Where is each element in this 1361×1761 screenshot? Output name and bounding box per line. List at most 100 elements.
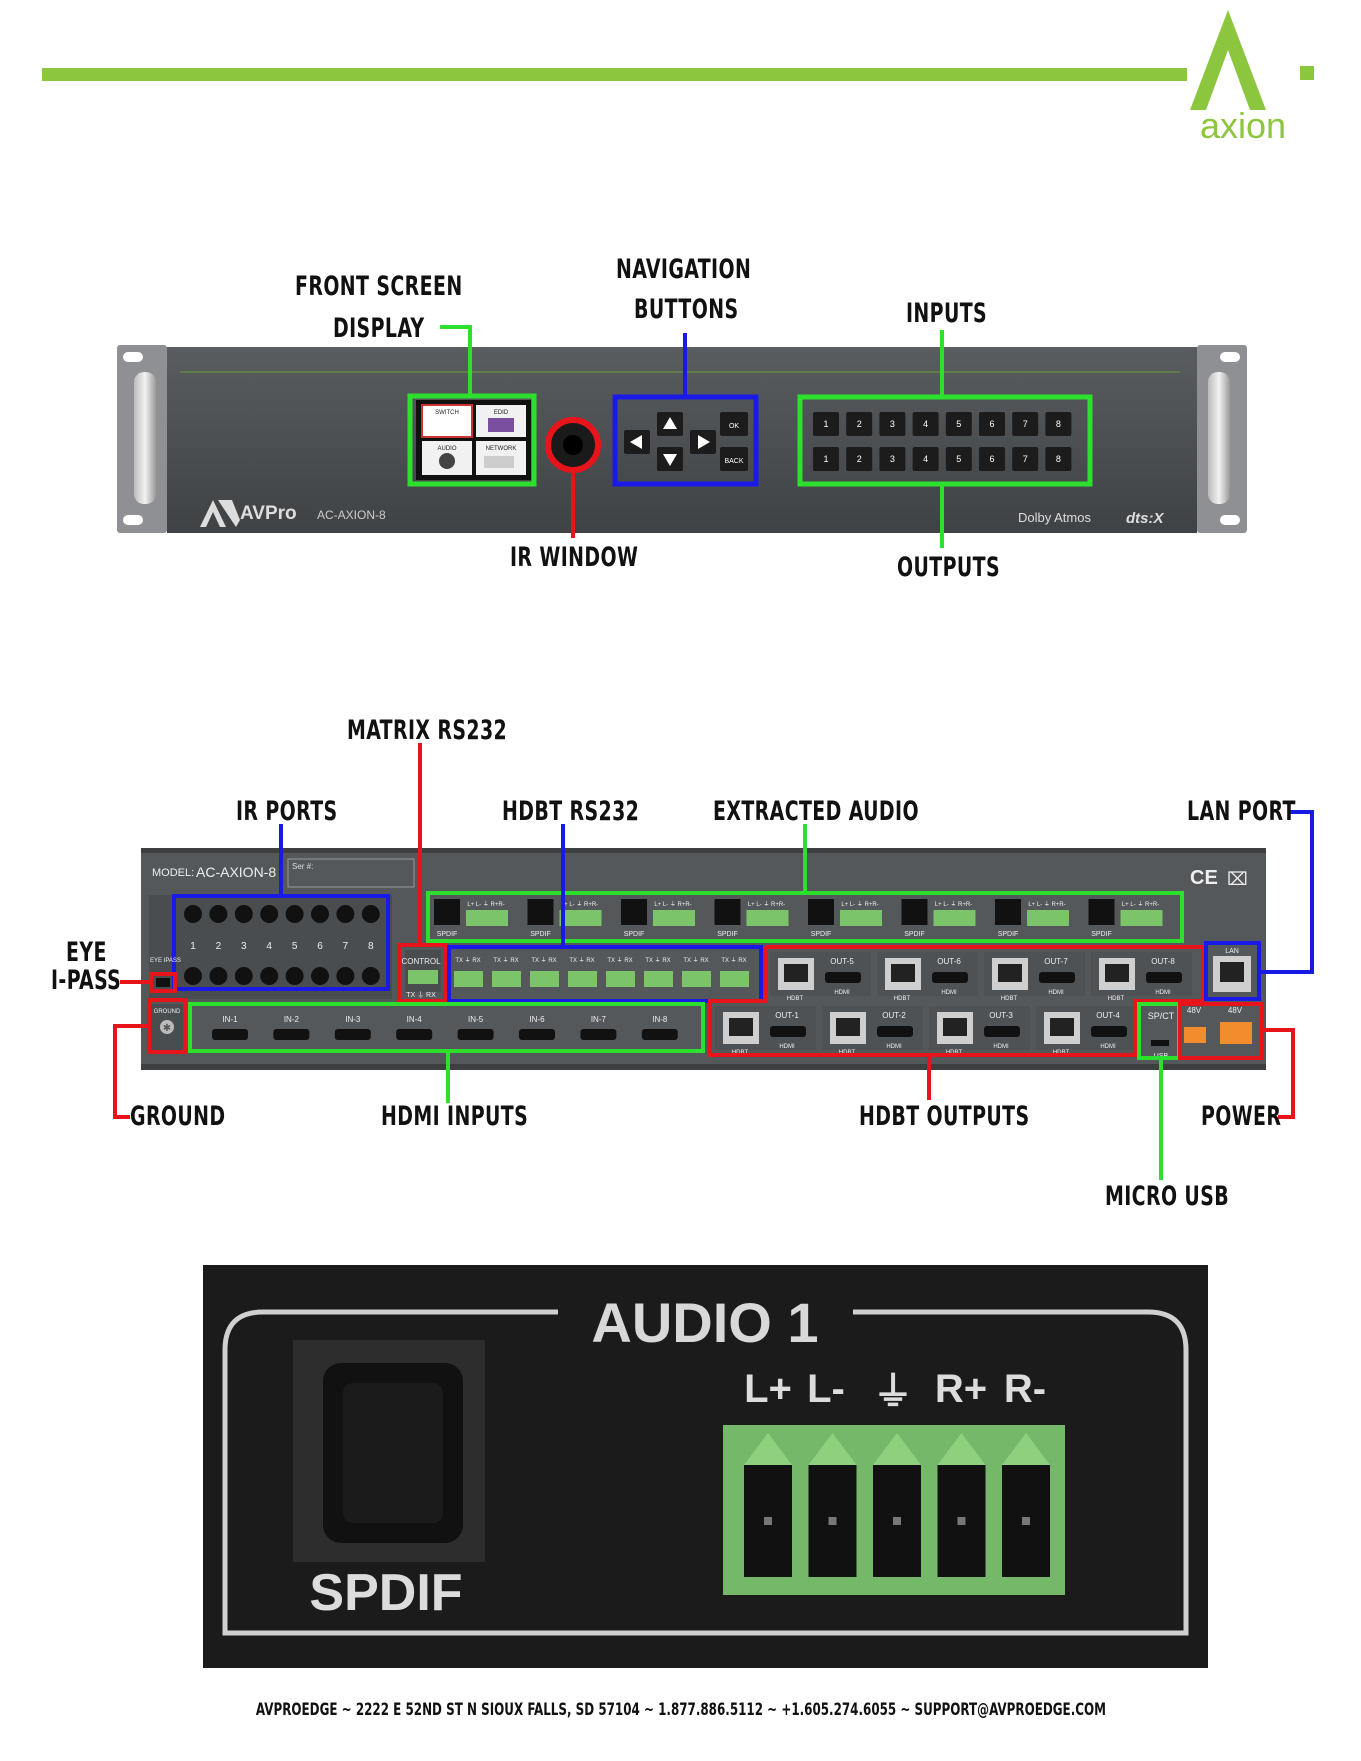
input-button-6[interactable] [979, 412, 1005, 436]
spdif-port-3[interactable] [621, 899, 647, 925]
hdmi-out-port-OUT-8[interactable] [1146, 972, 1182, 983]
micro-usb-port[interactable] [1151, 1040, 1169, 1046]
hdmi-input-port-IN-4[interactable] [396, 1029, 433, 1040]
audio-terminal-8[interactable] [1120, 910, 1163, 926]
hdmi-input-port-IN-8[interactable] [641, 1029, 678, 1040]
ir-port-top-4[interactable] [260, 905, 279, 923]
nav-ok-button[interactable] [720, 412, 748, 436]
power-out-terminal[interactable] [1184, 1027, 1206, 1043]
ir-port-top-5[interactable] [285, 905, 304, 923]
output-button-label-4: 4 [923, 454, 928, 464]
spdif-port-1[interactable] [434, 899, 460, 925]
ir-port-bottom-4[interactable] [260, 967, 279, 985]
spdif-port-4[interactable] [714, 899, 741, 925]
ir-port-top-6[interactable] [311, 905, 329, 923]
hdmi-out-port-OUT-4[interactable] [1091, 1026, 1127, 1037]
axion-logo: axion [1190, 10, 1314, 140]
output-button-2[interactable] [846, 447, 873, 471]
audio-terminal-3[interactable] [653, 910, 695, 926]
audio-terminal-5[interactable] [840, 910, 882, 926]
front-panel-body [167, 347, 1197, 533]
hdbt-rs232-label-7: TX ⏚ RX [683, 957, 708, 964]
hdmi-input-port-IN-6[interactable] [519, 1029, 555, 1040]
hdbt-rs232-terminal-7[interactable] [682, 971, 711, 987]
input-button-7[interactable] [1012, 412, 1039, 436]
hdmi-out-port-OUT-7[interactable] [1039, 972, 1075, 983]
hdbt-rs232-terminal-6[interactable] [644, 971, 673, 987]
hdmi-out-port-OUT-3[interactable] [984, 1026, 1020, 1037]
hdmi-out-port-OUT-5[interactable] [825, 972, 861, 983]
ir-port-bottom-7[interactable] [336, 967, 355, 985]
ground-screw[interactable] [160, 1020, 174, 1034]
audio-terminal-1[interactable] [466, 910, 508, 926]
input-button-8[interactable] [1045, 412, 1072, 436]
hdbt-rs232-terminal-8[interactable] [720, 971, 749, 987]
nav-back-button[interactable] [720, 447, 748, 471]
ir-port-top-8[interactable] [361, 905, 380, 923]
input-button-5[interactable] [945, 412, 972, 436]
hdbt-rs232-terminal-3[interactable] [530, 971, 559, 987]
terminal-arrow-icon-1 [744, 1433, 792, 1465]
eye-ipass-text: EYE IPASS [150, 958, 181, 964]
ir-port-top-3[interactable] [234, 905, 253, 923]
ir-port-bottom-1[interactable] [184, 967, 202, 985]
hdmi-out-port-OUT-2[interactable] [877, 1026, 913, 1037]
hdbt-rs232-label-4: TX ⏚ RX [569, 957, 594, 964]
dolby-atmos-logo: Dolby Atmos [1018, 510, 1091, 525]
ir-port-top-1[interactable] [184, 905, 202, 923]
output-button-3[interactable] [879, 447, 906, 471]
audio-terminal-2[interactable] [559, 910, 602, 926]
input-button-1[interactable] [813, 412, 839, 436]
hdmi-input-port-IN-5[interactable] [457, 1029, 494, 1040]
hdbt-label-OUT-7: HDBT [1001, 996, 1018, 1002]
ir-port-top-7[interactable] [336, 905, 355, 923]
hdmi-input-port-IN-3[interactable] [334, 1029, 371, 1040]
arrow-down-icon [663, 454, 677, 466]
ir-port-bottom-5[interactable] [285, 967, 304, 985]
hdbt-rs232-terminal-5[interactable] [606, 971, 635, 987]
hdmi-input-label-IN-1: IN-1 [222, 1015, 238, 1024]
hdmi-out-label-OUT-8: HDMI [1155, 990, 1171, 996]
hdmi-out-port-OUT-6[interactable] [932, 972, 968, 983]
spdif-port-8[interactable] [1088, 899, 1115, 925]
hdbt-rs232-terminal-4[interactable] [568, 971, 597, 987]
eye-ipass-switch[interactable] [156, 978, 170, 987]
ir-port-bottom-8[interactable] [361, 967, 380, 985]
power-in-terminal[interactable] [1220, 1022, 1252, 1044]
hdmi-out-port-OUT-1[interactable] [770, 1026, 806, 1037]
input-button-3[interactable] [879, 412, 906, 436]
output-button-1[interactable] [813, 447, 839, 471]
spdif-label-4: SPDIF [717, 931, 738, 938]
output-button-4[interactable] [912, 447, 939, 471]
output-button-6[interactable] [979, 447, 1005, 471]
footer-text: AVPROEDGE ~ 2222 E 52ND ST N SIOUX FALLS… [255, 1700, 1106, 1720]
output-button-7[interactable] [1012, 447, 1039, 471]
spdif-port-2[interactable] [527, 899, 554, 925]
ir-port-bottom-2[interactable] [209, 967, 228, 985]
header-accent-bar [42, 68, 1187, 81]
hdbt-rs232-terminal-2[interactable] [492, 971, 521, 987]
audio-terminal-7[interactable] [1027, 910, 1069, 926]
hdmi-input-port-IN-1[interactable] [212, 1029, 248, 1040]
audio-terminal-6[interactable] [933, 910, 976, 926]
output-button-5[interactable] [945, 447, 972, 471]
input-button-4[interactable] [912, 412, 939, 436]
ir-port-bottom-3[interactable] [234, 967, 253, 985]
audio-detail-svg: AUDIO 1 SPDIF L+ L- ⏚ R+ R- [222, 1291, 1189, 1636]
ce-mark: CE [1190, 867, 1218, 889]
label-matrix-rs232: MATRIX RS232 [347, 715, 508, 746]
spdif-port-6[interactable] [901, 899, 928, 925]
hdbt-rs232-terminal-1[interactable] [454, 971, 483, 987]
spdif-port-7[interactable] [995, 899, 1021, 925]
ir-port-bottom-6[interactable] [311, 967, 329, 985]
spdif-label-3: SPDIF [624, 931, 645, 938]
audio-terminal-4[interactable] [746, 910, 789, 926]
spdif-port-5[interactable] [808, 899, 834, 925]
hdmi-input-port-IN-7[interactable] [580, 1029, 617, 1040]
output-button-8[interactable] [1045, 447, 1072, 471]
ir-port-top-2[interactable] [209, 905, 228, 923]
input-button-2[interactable] [846, 412, 873, 436]
hdmi-input-port-IN-2[interactable] [273, 1029, 310, 1040]
